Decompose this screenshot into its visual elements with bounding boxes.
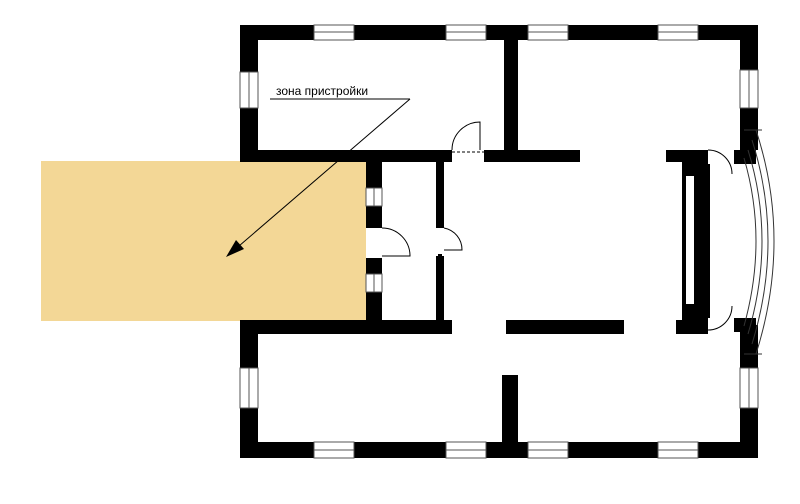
wall-detail	[438, 254, 442, 264]
door-swing-terrace-top	[707, 149, 733, 175]
upper-horizontal-wall	[240, 150, 452, 162]
bay-window-innermost	[743, 157, 757, 327]
door-swing-terrace-bottom	[707, 305, 733, 331]
opening-inner-window-bottom-2	[624, 320, 676, 334]
outer-wall-top	[240, 25, 758, 40]
bay-window	[743, 129, 775, 355]
opening-corridor-door	[436, 228, 444, 256]
wall-detail	[422, 326, 428, 332]
outer-wall-bottom	[240, 442, 758, 458]
opening-inner-window-bottom-1	[452, 320, 506, 334]
door-swing-corridor	[443, 227, 463, 251]
annotation-label: зона пристройки	[276, 84, 368, 98]
annotation-arrow-shaft	[231, 98, 411, 253]
wall-detail	[530, 150, 536, 156]
wall-detail	[510, 378, 514, 388]
opening-hall-door	[366, 228, 382, 258]
door-swing-upper	[451, 121, 481, 151]
opening-inner-window-top	[580, 150, 666, 162]
bay-window-outer	[755, 129, 775, 355]
bay-window-inner	[747, 149, 763, 335]
door-swing-hall	[381, 227, 411, 257]
lower-room-divider	[502, 375, 518, 442]
bay-window-mid	[751, 139, 769, 345]
wall-detail	[434, 150, 440, 156]
terrace-post-top	[734, 150, 756, 164]
windows	[239, 24, 759, 459]
wall-details	[422, 102, 536, 388]
opening-terrace-glazing	[686, 176, 694, 304]
annotation-leader	[231, 98, 411, 253]
annotation-arrowhead	[226, 240, 244, 257]
opening-terrace-top-door	[708, 150, 734, 164]
terrace-post-bottom	[734, 318, 756, 332]
wall-detail	[512, 102, 516, 110]
upper-room-divider	[504, 40, 518, 150]
extension-zone	[41, 161, 367, 321]
outer-walls	[240, 25, 758, 458]
doors	[381, 121, 733, 331]
wall-openings	[366, 150, 734, 334]
window-lines	[248, 31, 750, 451]
